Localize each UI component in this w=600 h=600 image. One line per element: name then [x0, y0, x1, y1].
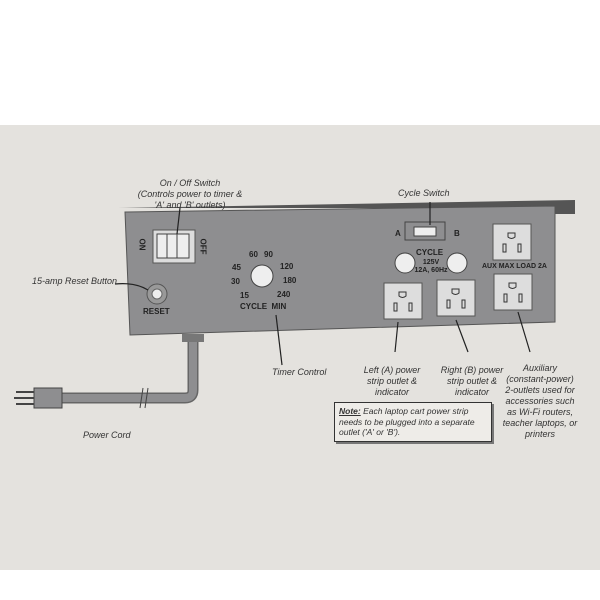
callout-line: teacher laptops, or [502, 418, 578, 428]
callout-line: Auxiliary [522, 363, 557, 373]
cord-grommet [182, 334, 204, 342]
plug [33, 387, 63, 409]
timer-tick: 15 [240, 291, 249, 300]
switch-b-label: B [454, 229, 460, 238]
callout-line: Left (A) power [363, 365, 421, 375]
callout-line: Right (B) power [440, 365, 504, 375]
callout-line: accessories such [505, 396, 575, 406]
cycle-switch-callout: Cycle Switch [398, 188, 450, 198]
timer-tick: 45 [232, 263, 241, 272]
leader-lines [114, 202, 531, 366]
paper-background [0, 125, 600, 570]
on-off-callout: On / Off Switch (Controls power to timer… [135, 178, 245, 211]
note-title: Note: [339, 406, 361, 416]
power-cord [60, 342, 199, 404]
timer-tick: 60 [249, 250, 258, 259]
callout-line: as Wi-Fi routers, [507, 407, 573, 417]
cycle-label: CYCLE [416, 248, 444, 257]
control-panel [124, 205, 556, 336]
callout-line: On / Off Switch [159, 178, 221, 188]
callout-line: (constant-power) [506, 374, 574, 384]
plug-prongs [14, 391, 34, 405]
timer-tick: 120 [280, 262, 294, 271]
indicator-b [446, 252, 468, 274]
callout-line: (Controls power to timer & [137, 189, 243, 199]
indicator-a [394, 252, 416, 274]
callout-line: printers [524, 429, 555, 439]
aux-callout: Auxiliary (constant-power) 2-outlets use… [495, 363, 585, 440]
aux-label: AUX MAX LOAD 2A [482, 263, 547, 270]
right-outlet-callout: Right (B) power strip outlet & indicator [432, 365, 512, 398]
rating-line: 12A, 60Hz [414, 267, 448, 274]
aux-outlet-top [492, 223, 532, 261]
rating-line: 125V [422, 259, 440, 266]
reset-label: RESET [143, 307, 170, 316]
callout-line: indicator [454, 387, 490, 397]
aux-outlet-bottom [493, 273, 533, 311]
panel-flange [118, 200, 575, 214]
power-cord-callout: Power Cord [83, 430, 131, 440]
timer-tick: 180 [283, 276, 297, 285]
note-box: Note: Each laptop cart power strip needs… [334, 402, 492, 442]
timer-tick: 30 [231, 277, 240, 286]
timer-callout: Timer Control [272, 367, 327, 377]
outlet-b [436, 279, 476, 317]
on-label: ON [137, 238, 147, 251]
callout-line: strip outlet & [366, 376, 418, 386]
reset-callout: 15-amp Reset Button [32, 276, 118, 286]
callout-line: 2-outlets used for [505, 385, 575, 395]
timer-tick: 240 [277, 290, 291, 299]
callout-line: 'A' and 'B' outlets) [154, 200, 226, 210]
timer-tick: 90 [264, 250, 273, 259]
outlet-a [383, 282, 423, 320]
callout-line: indicator [374, 387, 410, 397]
switch-a-label: A [395, 229, 401, 238]
note-text: Each laptop cart power strip needs to be… [339, 406, 475, 437]
callout-line: strip outlet & [446, 376, 498, 386]
timer-knob [250, 264, 274, 288]
left-outlet-callout: Left (A) power strip outlet & indicator [352, 365, 432, 398]
timer-label: CYCLE MIN [240, 302, 287, 311]
off-label: OFF [198, 238, 208, 255]
rating-label: 125V 12A, 60Hz [414, 259, 448, 275]
